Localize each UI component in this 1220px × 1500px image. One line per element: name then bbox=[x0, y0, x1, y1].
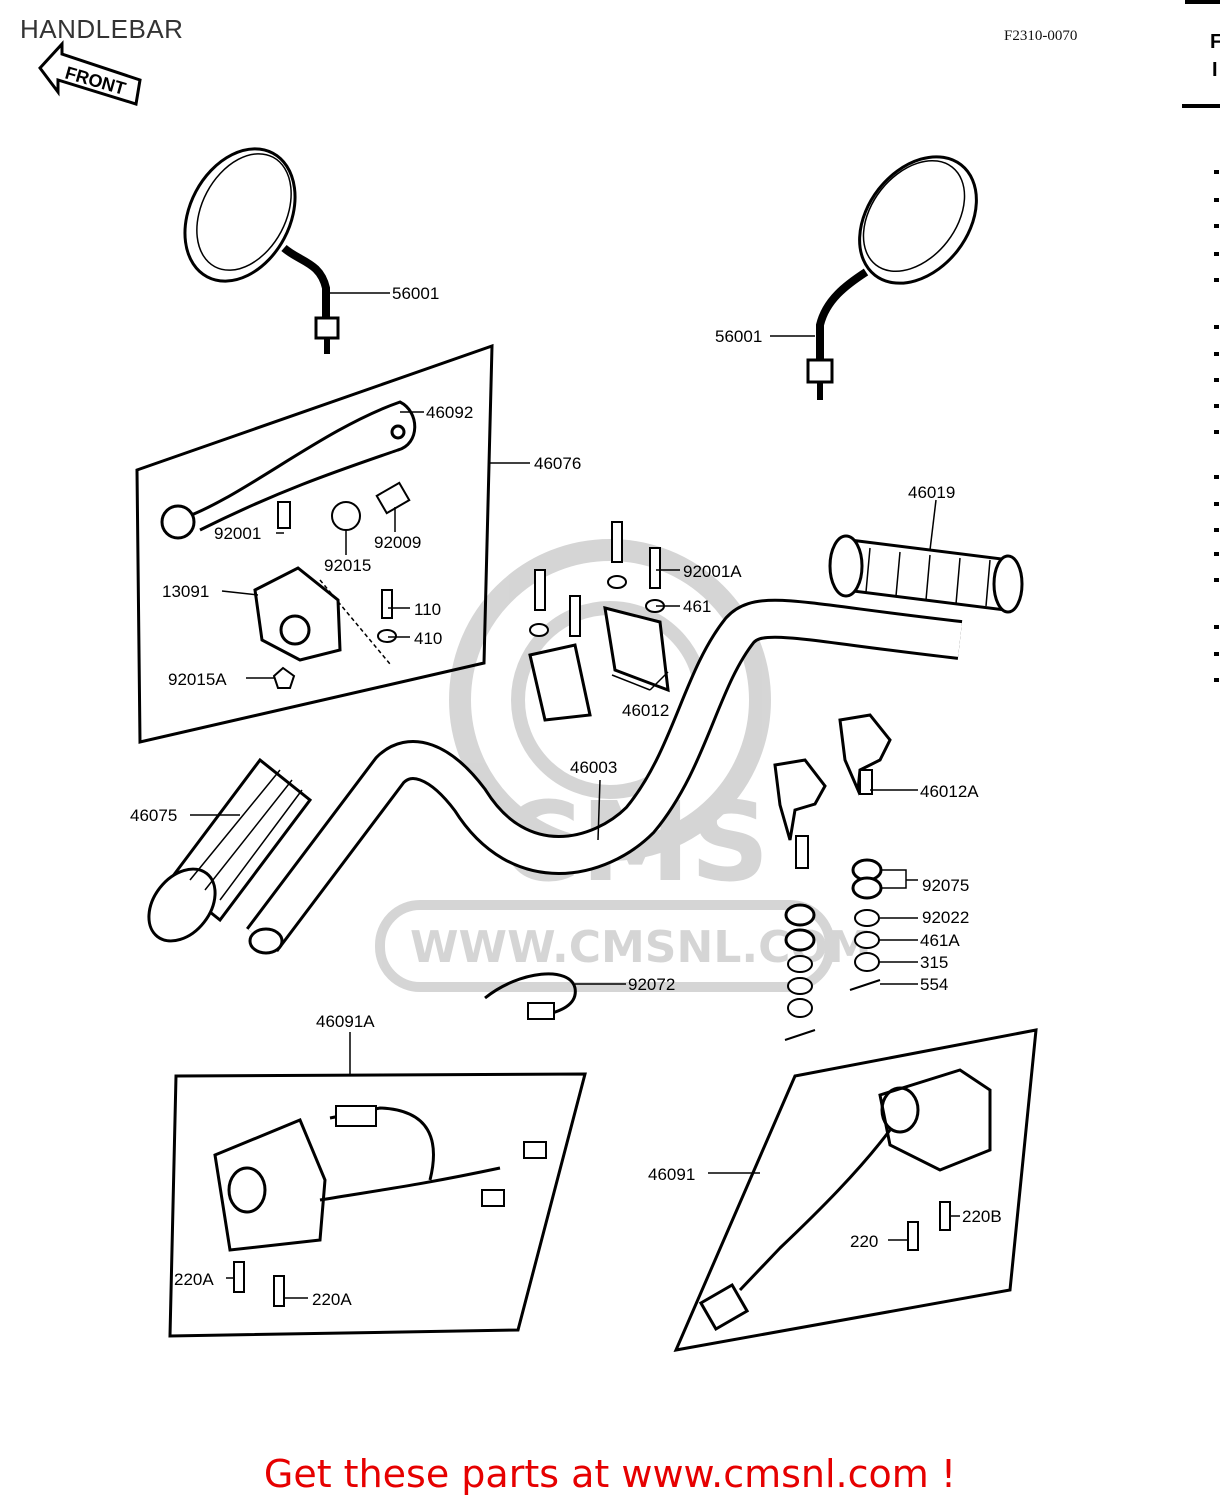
label-mirror-right: 56001 bbox=[715, 327, 762, 346]
label-clamp-46012: 46012 bbox=[622, 701, 669, 720]
label-switch-right: 46091 bbox=[648, 1165, 695, 1184]
label-bolt-110: 110 bbox=[414, 600, 441, 619]
label-screw-220b: 220B bbox=[962, 1207, 1002, 1226]
svg-text:I: I bbox=[1212, 59, 1218, 81]
front-arrow-icon: FRONT bbox=[38, 40, 142, 106]
label-screw-220a-1: 220A bbox=[174, 1270, 214, 1289]
cable-band bbox=[484, 972, 577, 1020]
lever-assy-panel bbox=[135, 343, 494, 744]
figure-code: F2310-0070 bbox=[1004, 28, 1078, 44]
label-washer-461: 461 bbox=[683, 597, 711, 616]
label-screw-220: 220 bbox=[850, 1232, 878, 1251]
label-nut-92015a: 92015A bbox=[168, 670, 227, 689]
label-switch-left: 46091A bbox=[316, 1012, 375, 1031]
label-nut-315: 315 bbox=[920, 953, 948, 972]
mirror-left bbox=[183, 147, 340, 354]
label-mirror-left: 56001 bbox=[392, 284, 439, 303]
label-holder-46012a: 46012A bbox=[920, 782, 979, 801]
mirror-right bbox=[806, 155, 978, 400]
margin-strip: F I bbox=[1182, 0, 1220, 682]
label-grip-left: 46075 bbox=[130, 806, 177, 825]
diagram-title: HANDLEBAR bbox=[20, 14, 184, 44]
label-screw-220a-2: 220A bbox=[312, 1290, 352, 1309]
label-washer-410: 410 bbox=[414, 629, 442, 648]
switch-left-panel bbox=[168, 1072, 587, 1338]
label-handlebar: 46003 bbox=[570, 758, 617, 777]
label-pin-554: 554 bbox=[920, 975, 948, 994]
leader-lines bbox=[190, 292, 960, 1299]
holder-lower bbox=[773, 713, 892, 1041]
part-labels: 56001 56001 46092 46076 92001 92015 9200… bbox=[130, 284, 1002, 1309]
label-lever: 46092 bbox=[426, 403, 473, 422]
switch-right-panel bbox=[673, 1028, 1038, 1352]
label-bolt-92001a: 92001A bbox=[683, 562, 742, 581]
label-lever-bolt: 92001 bbox=[214, 524, 261, 543]
label-lever-spacer: 92015 bbox=[324, 556, 371, 575]
label-band-92072: 92072 bbox=[628, 975, 675, 994]
label-washer-461a: 461A bbox=[920, 931, 960, 950]
label-holder: 13091 bbox=[162, 582, 209, 601]
label-washer-92022: 92022 bbox=[922, 908, 969, 927]
grip-left bbox=[147, 757, 313, 943]
label-damper-92075: 92075 bbox=[922, 876, 969, 895]
throttle-grip bbox=[828, 534, 1024, 614]
label-adjuster: 92009 bbox=[374, 533, 421, 552]
cta-link-text[interactable]: Get these parts at www.cmsnl.com ! bbox=[263, 1452, 957, 1496]
handlebar-tube bbox=[246, 598, 963, 955]
svg-text:F: F bbox=[1210, 31, 1220, 53]
label-lever-assy: 46076 bbox=[534, 454, 581, 473]
label-throttle-grip: 46019 bbox=[908, 483, 955, 502]
clamp-upper bbox=[528, 521, 670, 722]
